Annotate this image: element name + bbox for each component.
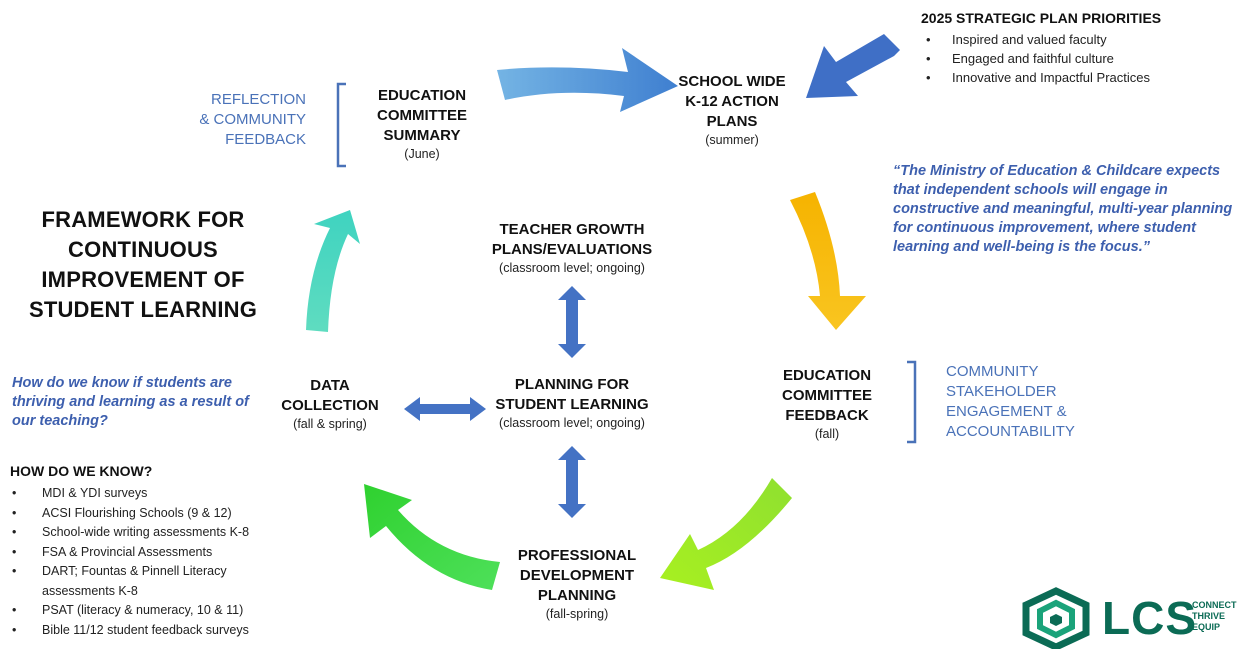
reflection-label: REFLECTION & COMMUNITY FEEDBACK [199, 91, 306, 148]
node-education-committee-summary: EDUCATION COMMITTEE SUMMARY (June) [352, 86, 492, 162]
arrow-priorities-to-plans [806, 34, 900, 98]
evidence-item: ACSI Flourishing Schools (9 & 12) [10, 504, 300, 524]
bracket-community [907, 360, 917, 444]
node-data-collection: DATA COLLECTION (fall & spring) [270, 376, 390, 432]
lcs-tagline: CONNECT THRIVE EQUIP [1192, 600, 1237, 632]
node-subtitle: (fall) [814, 427, 840, 441]
node-title: EDUCATION COMMITTEE SUMMARY [377, 87, 467, 144]
priorities-title: 2025 STRATEGIC PLAN PRIORITIES [921, 10, 1162, 26]
how-do-we-know-title: HOW DO WE KNOW? [10, 463, 153, 479]
double-arrow-data-planning [404, 397, 486, 421]
node-subtitle: (classroom level; ongoing) [499, 261, 645, 275]
priority-item: Engaged and faithful culture [924, 49, 1150, 68]
evidence-item: Bible 11/12 student feedback surveys [10, 621, 300, 641]
double-arrow-growth-planning [558, 286, 586, 358]
evidence-item: MDI & YDI surveys [10, 484, 300, 504]
node-subtitle: (classroom level; ongoing) [499, 416, 645, 430]
double-arrow-planning-pd [558, 446, 586, 518]
arrow-feedback-to-pd [660, 478, 792, 590]
arrow-plans-to-feedback [790, 192, 866, 330]
priorities-list: Inspired and valued faculty Engaged and … [924, 30, 1150, 87]
node-subtitle: (fall & spring) [293, 417, 367, 431]
evidence-item: PSAT (literacy & numeracy, 10 & 11) [10, 601, 300, 621]
arrow-summary-to-plans [497, 48, 678, 112]
guiding-question: How do we know if students are thriving … [12, 375, 249, 429]
framework-title: FRAMEWORK FOR CONTINUOUS IMPROVEMENT OF … [28, 207, 258, 322]
node-teacher-growth: TEACHER GROWTH PLANS/EVALUATIONS (classr… [472, 220, 672, 276]
lcs-logo-mark-icon [1022, 587, 1090, 649]
node-title: PLANNING FOR STUDENT LEARNING [495, 376, 649, 413]
node-subtitle: (summer) [705, 133, 759, 147]
node-title: TEACHER GROWTH PLANS/EVALUATIONS [491, 221, 653, 258]
evidence-item: School-wide writing assessments K-8 [10, 523, 300, 543]
node-title: SCHOOL WIDE K-12 ACTION PLANS [678, 73, 786, 130]
evidence-item: DART; Fountas & Pinnell Literacy assessm… [10, 562, 300, 601]
lcs-logo-text: LCS [1102, 592, 1197, 644]
node-professional-development: PROFESSIONAL DEVELOPMENT PLANNING (fall-… [500, 546, 654, 622]
lcs-logo: LCS CONNECT THRIVE EQUIP [1020, 587, 1250, 649]
arrow-data-to-summary [306, 210, 360, 332]
node-title: PROFESSIONAL DEVELOPMENT PLANNING [517, 547, 637, 604]
node-planning-for-student-learning: PLANNING FOR STUDENT LEARNING (classroom… [486, 375, 658, 431]
priority-item: Inspired and valued faculty [924, 30, 1150, 49]
node-school-wide-plans: SCHOOL WIDE K-12 ACTION PLANS (summer) [662, 72, 802, 148]
node-education-committee-feedback: EDUCATION COMMITTEE FEEDBACK (fall) [760, 366, 894, 442]
how-do-we-know-list: MDI & YDI surveys ACSI Flourishing Schoo… [10, 484, 300, 640]
node-subtitle: (fall-spring) [545, 607, 609, 621]
ministry-quote: “The Ministry of Education & Childcare e… [893, 163, 1233, 255]
node-subtitle: (June) [404, 147, 440, 161]
evidence-item: FSA & Provincial Assessments [10, 543, 300, 563]
arrow-pd-to-data [364, 484, 500, 590]
node-title: EDUCATION COMMITTEE FEEDBACK [782, 367, 872, 424]
node-title: DATA COLLECTION [281, 377, 379, 414]
bracket-reflection [336, 82, 346, 168]
community-label: COMMUNITY STAKEHOLDER ENGAGEMENT & ACCOU… [946, 363, 1075, 440]
priority-item: Innovative and Impactful Practices [924, 68, 1150, 87]
